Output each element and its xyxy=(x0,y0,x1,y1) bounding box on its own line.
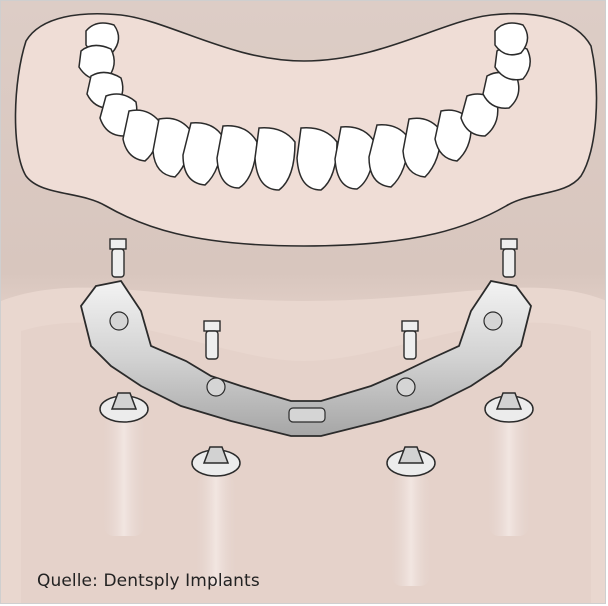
source-caption: Quelle: Dentsply Implants xyxy=(37,571,260,591)
